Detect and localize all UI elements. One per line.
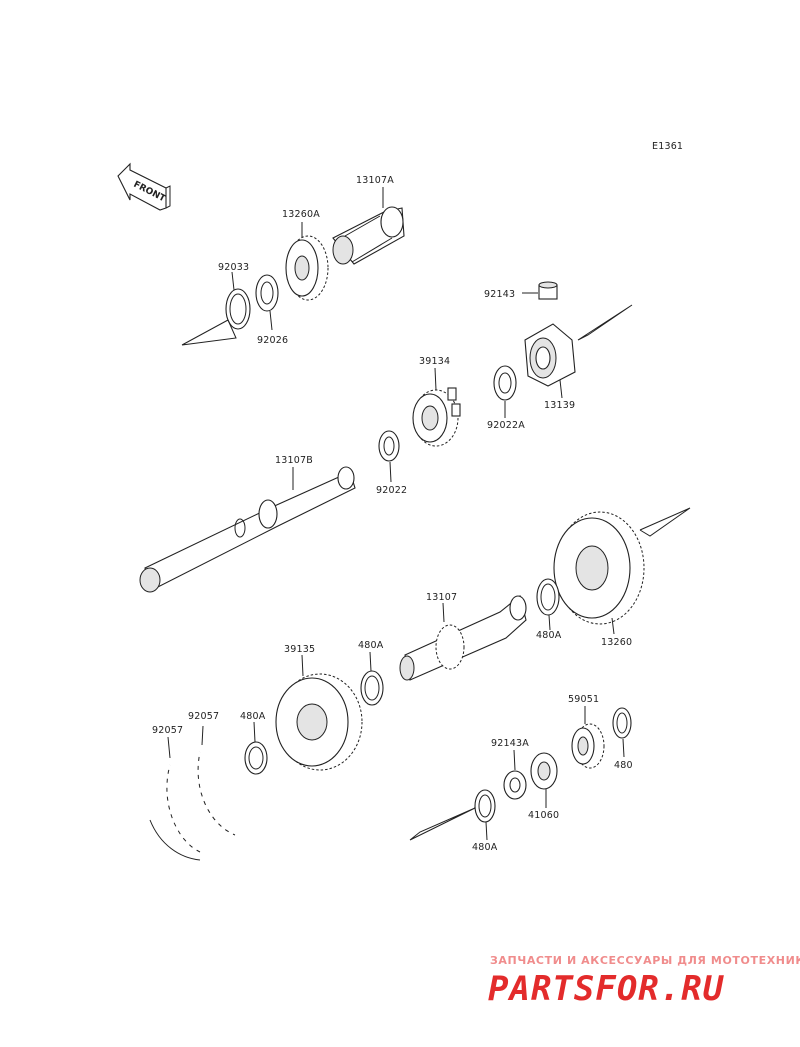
- hub-13139: [524, 323, 576, 387]
- gear-39135: [275, 673, 363, 771]
- part-label: 480A: [240, 711, 266, 722]
- watermark-logo: PARTSFOR.RU: [488, 969, 725, 1009]
- part-label: 13139: [544, 400, 575, 411]
- circlip-480A-left: [244, 741, 268, 775]
- shaft-13107B: [139, 466, 356, 593]
- washer-92026: [255, 274, 279, 312]
- part-label: 92022A: [487, 420, 525, 431]
- circlip-480A-right: [536, 578, 560, 616]
- hub-41060: [530, 752, 558, 790]
- circlip-92033: [225, 288, 251, 330]
- part-label: 92033: [218, 262, 249, 273]
- washer-92022: [378, 430, 400, 462]
- shaft-13107: [399, 595, 527, 681]
- watermark: ЗАПЧАСТИ И АКСЕССУАРЫ ДЛЯ МОТОТЕХНИКИ PA…: [488, 954, 800, 1009]
- part-label: 59051: [568, 694, 599, 705]
- part-labels: 92033 13260A 13107A 92026 92143 13139 39…: [152, 175, 633, 853]
- part-label: 480A: [536, 630, 562, 641]
- part-label: 480: [614, 760, 633, 771]
- part-label: 39135: [284, 644, 315, 655]
- part-label: 92057: [152, 725, 183, 736]
- gear-13260A: [285, 235, 329, 301]
- circlip-480: [612, 707, 632, 739]
- part-label: 13107A: [356, 175, 394, 186]
- part-label: 13260A: [282, 209, 320, 220]
- circlip-480A-bottom: [474, 789, 496, 823]
- part-label: 13260: [601, 637, 632, 648]
- gear-13260: [553, 511, 645, 625]
- chain-92057-b: [195, 751, 237, 838]
- collar-92143A: [503, 770, 527, 800]
- part-label: 13107: [426, 592, 457, 603]
- part-label: 92057: [188, 711, 219, 722]
- circlip-480A-middle: [360, 670, 384, 706]
- watermark-tagline: ЗАПЧАСТИ И АКСЕССУАРЫ ДЛЯ МОТОТЕХНИКИ: [490, 954, 800, 967]
- front-arrow-icon: FRONT: [117, 162, 171, 211]
- sleeve-13107A: [332, 206, 405, 265]
- part-label: 39134: [419, 356, 450, 367]
- chain-92057-a: [149, 764, 202, 861]
- sleeve-59051: [571, 723, 605, 769]
- collar-92143: [538, 281, 558, 300]
- part-label: 13107B: [275, 455, 313, 466]
- diagram-code: E1361: [652, 141, 683, 152]
- part-label: 92022: [376, 485, 407, 496]
- washer-92022A: [493, 365, 517, 401]
- part-label: 92143A: [491, 738, 529, 749]
- part-label: 41060: [528, 810, 559, 821]
- part-label: 92026: [257, 335, 288, 346]
- part-label: 480A: [358, 640, 384, 651]
- part-label: 480A: [472, 842, 498, 853]
- part-label: 92143: [484, 289, 515, 300]
- gear-39134: [412, 387, 461, 447]
